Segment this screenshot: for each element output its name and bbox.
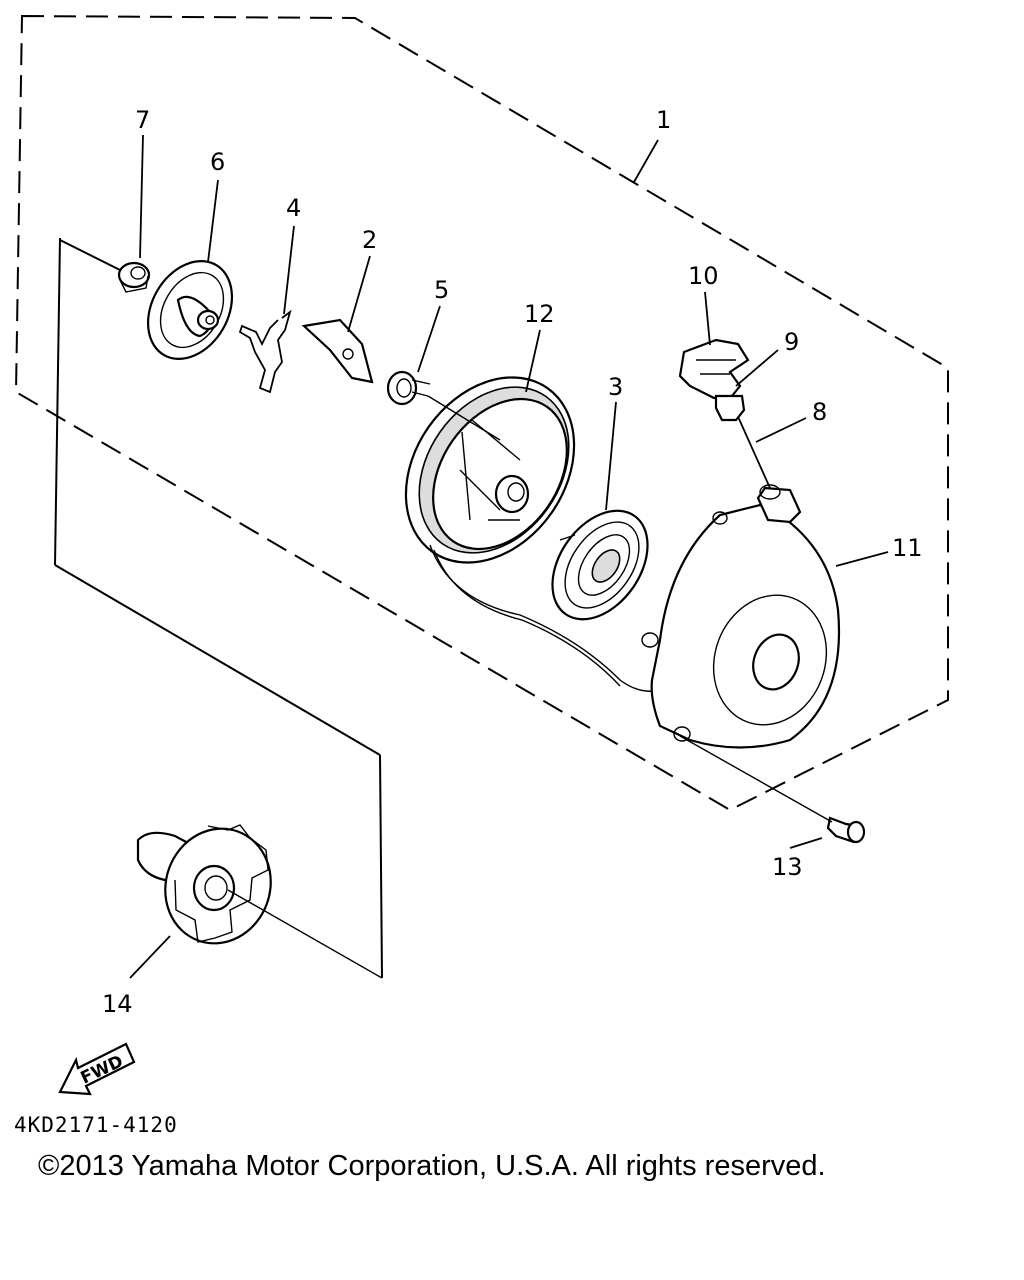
callout-1: 1 bbox=[656, 106, 671, 134]
part-3-recoil-spring[interactable] bbox=[533, 493, 667, 637]
callout-6: 6 bbox=[210, 148, 225, 176]
leader-14 bbox=[129, 935, 171, 979]
forward-arrow-icon: FWD bbox=[58, 1042, 136, 1096]
sub-boundary-bottom bbox=[54, 564, 381, 756]
leader-4 bbox=[283, 225, 295, 315]
part-2-pawl[interactable] bbox=[301, 318, 374, 384]
part-7-nut[interactable] bbox=[117, 261, 151, 293]
sub-assembly-boundary bbox=[59, 239, 121, 271]
callout-12: 12 bbox=[524, 300, 555, 328]
part-6-drive-plate[interactable] bbox=[131, 246, 249, 374]
leader-12 bbox=[525, 329, 541, 393]
part-5-coil-spring[interactable] bbox=[386, 370, 431, 406]
part-4-spring[interactable] bbox=[238, 309, 292, 394]
pulley-axis bbox=[227, 889, 383, 979]
callout-10: 10 bbox=[688, 262, 719, 290]
part-8-rope[interactable] bbox=[734, 409, 771, 489]
copyright-notice: ©2013 Yamaha Motor Corporation, U.S.A. A… bbox=[38, 1150, 826, 1182]
callout-4: 4 bbox=[286, 194, 301, 222]
callout-7: 7 bbox=[135, 106, 150, 134]
callout-8: 8 bbox=[812, 398, 827, 426]
bolt-axis bbox=[679, 735, 833, 823]
leader-7 bbox=[139, 134, 144, 259]
leader-9 bbox=[735, 349, 779, 387]
leader-10 bbox=[704, 291, 711, 346]
leader-5 bbox=[417, 305, 441, 373]
leader-11 bbox=[835, 551, 889, 567]
callout-9: 9 bbox=[784, 328, 799, 356]
leader-6 bbox=[207, 179, 219, 263]
part-14-drive-pulley[interactable] bbox=[136, 814, 287, 959]
callout-14: 14 bbox=[102, 990, 133, 1018]
sub-boundary-left bbox=[54, 237, 61, 566]
callout-5: 5 bbox=[434, 276, 449, 304]
leader-1 bbox=[633, 139, 659, 183]
part-11-starter-case[interactable] bbox=[641, 484, 844, 749]
callout-3: 3 bbox=[608, 373, 623, 401]
leader-8 bbox=[755, 417, 807, 443]
reel-axis bbox=[427, 395, 501, 441]
part-13-bolt[interactable] bbox=[826, 816, 866, 844]
drawing-code: 4KD2171-4120 bbox=[14, 1113, 178, 1137]
callout-11: 11 bbox=[892, 534, 923, 562]
part-10-handle[interactable] bbox=[678, 338, 750, 422]
sub-boundary-right bbox=[379, 754, 383, 979]
part-12-reel[interactable] bbox=[371, 345, 609, 595]
leader-2 bbox=[347, 255, 371, 333]
callout-13: 13 bbox=[772, 853, 803, 881]
leader-13 bbox=[789, 837, 823, 849]
callout-2: 2 bbox=[362, 226, 377, 254]
assembly-boundary bbox=[14, 14, 949, 812]
leader-3 bbox=[605, 401, 617, 511]
